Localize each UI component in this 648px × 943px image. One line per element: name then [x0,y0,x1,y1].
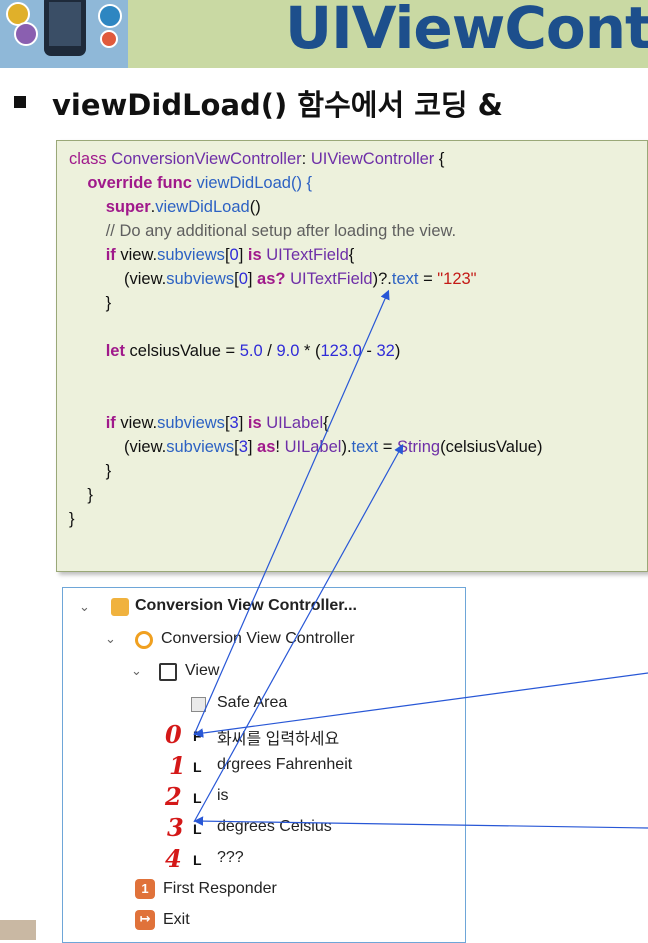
label-type-icon: L [193,821,202,837]
chevron-down-icon[interactable]: ⌄ [131,664,142,679]
app-badge-icon [14,22,38,46]
tree-item-scene[interactable]: Conversion View Controller... [135,597,357,614]
annotation-mark: 4 [165,844,182,873]
annotation-mark: 1 [169,751,186,780]
tree-item-view[interactable]: View [185,662,220,679]
textfield-type-icon: F [193,728,202,744]
label-type-icon: L [193,759,202,775]
tree-item-label-celsius[interactable]: degrees Celsius [217,818,332,835]
first-responder-icon: 1 [135,879,155,899]
banner-title: UIViewCont [285,0,648,62]
view-controller-icon [135,631,153,649]
tree-item-label-result[interactable]: ??? [217,849,244,866]
safe-area-icon [191,697,206,712]
thumbnail-image [0,920,36,940]
chevron-down-icon[interactable]: ⌄ [79,600,90,615]
annotation-mark: 0 [165,720,182,749]
scene-icon [111,598,129,616]
tree-item-label-fahrenheit[interactable]: drgrees Fahrenheit [217,756,353,773]
label-type-icon: L [193,790,202,806]
label-type-icon: L [193,852,202,868]
bullet-icon [14,96,26,108]
annotation-mark: 2 [165,782,182,811]
app-badge-icon [98,4,122,28]
annotation-mark: 3 [167,813,184,842]
slide-heading: viewDidLoad() 함수에서 코딩 & [52,88,503,122]
title-banner: UIViewCont [0,0,648,68]
app-badge-icon [100,30,118,48]
view-icon [159,663,177,681]
chevron-down-icon[interactable]: ⌄ [105,632,116,647]
tree-item-first-responder[interactable]: First Responder [163,880,277,897]
tree-item-safe-area[interactable]: Safe Area [217,694,288,711]
tree-item-exit[interactable]: Exit [163,911,190,928]
exit-icon: ↦ [135,910,155,930]
ios-app-logo [0,0,128,68]
code-block: class ConversionViewController: UIViewCo… [69,150,543,528]
phone-icon [44,0,86,56]
code-editor: class ConversionViewController: UIViewCo… [56,140,648,572]
tree-item-label-is[interactable]: is [217,787,229,804]
document-outline: ⌄ Conversion View Controller... ⌄ Conver… [62,587,466,943]
tree-item-textfield[interactable]: 화씨를 입력하세요 [217,731,340,748]
tree-item-view-controller[interactable]: Conversion View Controller [161,630,355,647]
